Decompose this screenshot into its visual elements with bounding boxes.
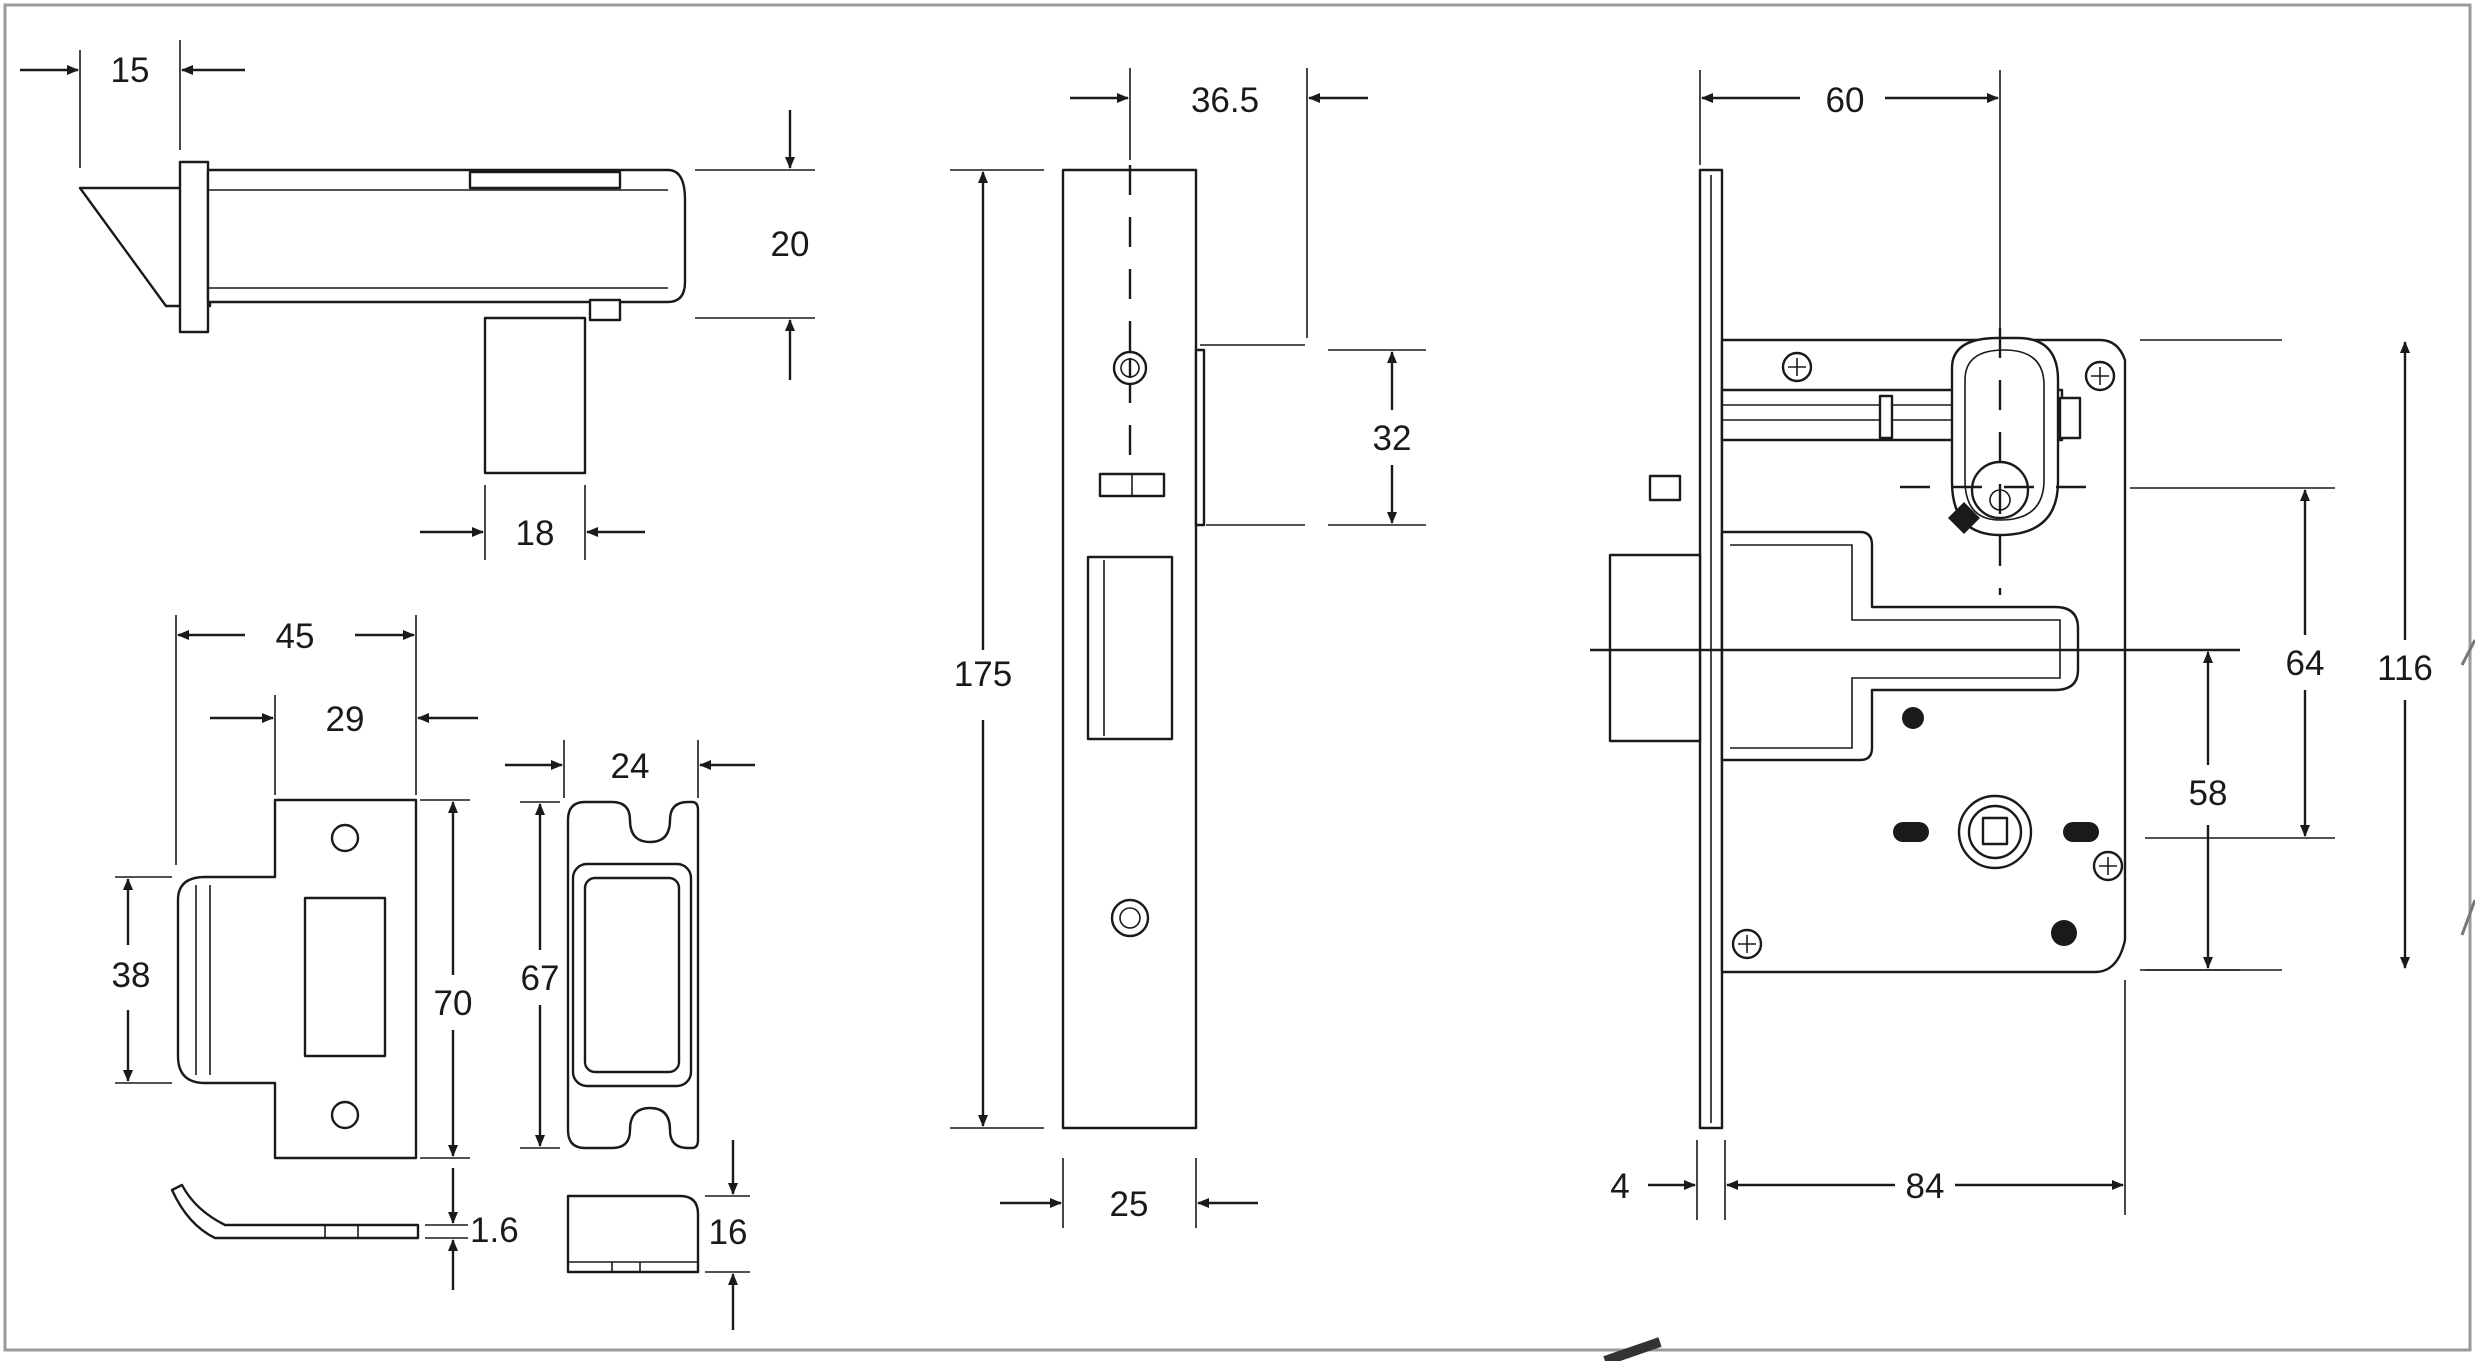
dim-70-label: 70 [434,984,473,1023]
dim-15-label: 15 [111,51,150,90]
dim-16-label: 16 [709,1213,748,1252]
dim-20-label: 20 [771,225,810,264]
dim-67-label: 67 [521,959,560,998]
edge-decoration-right [2460,639,2475,936]
dim-20: 20 [695,110,815,380]
dim-45-label: 45 [276,617,315,656]
cam-icon [1948,502,1980,534]
strike-box-front [566,800,700,1150]
slot-right [2063,822,2099,842]
dim-84-label: 84 [1906,1167,1945,1206]
dim-38-label: 38 [112,956,151,995]
dim-84: 84 [1726,980,2126,1215]
dim-67: 67 [520,801,560,1149]
screw-mid-right [2092,850,2124,882]
dim-4-label: 4 [1610,1167,1629,1206]
dim-116: 116 [2140,339,2433,971]
dim-32: 32 [1206,349,1426,526]
dim-36-5-label: 36.5 [1191,81,1259,120]
dim-32-label: 32 [1373,419,1412,458]
dim-4: 4 [1610,1140,1726,1220]
dim-60-label: 60 [1826,81,1865,120]
strike-plate-front [176,798,418,1160]
dim-64: 64 [2130,487,2335,839]
dim-25-label: 25 [1110,1185,1149,1224]
edge-decoration-bottom [1603,1337,1662,1361]
dim-60: 60 [1699,70,2001,330]
dim-64-label: 64 [2286,644,2325,683]
lock-body-side [1590,168,2240,1130]
screw-bottom-left [1731,928,1763,960]
dim-70: 70 [420,799,473,1159]
strike-box-side [566,1194,700,1274]
dim-16: 16 [705,1140,750,1330]
dim-58: 58 [2145,651,2240,971]
dim-25: 25 [1000,1158,1258,1228]
dim-29: 29 [210,695,478,795]
dim-116-label: 116 [2377,649,2433,688]
drawing-frame [3,3,2472,1352]
strike-plate-side [170,1183,420,1240]
dim-36-5: 36.5 [1070,68,1368,346]
faceplate-front [1061,165,1206,1130]
dim-18: 18 [420,485,645,560]
dot-upper [1902,707,1924,729]
dim-24: 24 [505,740,755,798]
dim-1-6: 1.6 [425,1168,519,1290]
dim-29-label: 29 [326,700,365,739]
dim-15: 15 [20,40,245,168]
slot-left [1893,822,1929,842]
dim-1-6-label: 1.6 [470,1211,519,1250]
dim-58-label: 58 [2189,774,2228,813]
dim-18-label: 18 [516,514,555,553]
dim-24-label: 24 [611,747,650,786]
bolt-side-view [78,160,687,475]
screw-top-right [2084,360,2116,392]
dim-175: 175 [950,169,1044,1129]
dim-38: 38 [112,876,172,1084]
dim-45: 45 [175,615,417,865]
dim-175-label: 175 [954,655,1012,694]
screw-top-left [1781,351,1813,383]
dot-lower [2051,920,2077,946]
